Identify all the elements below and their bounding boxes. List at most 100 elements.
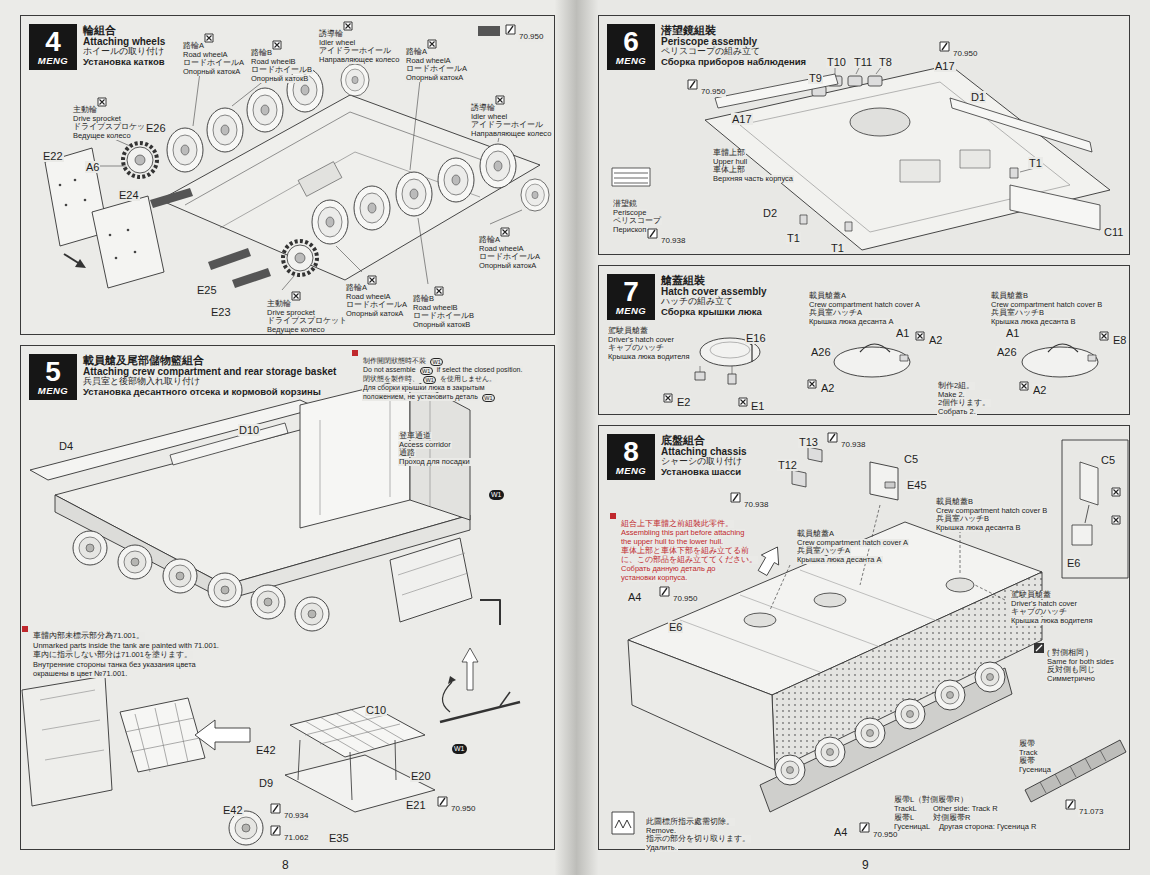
marker-tag: W1: [430, 358, 443, 366]
chassis-art-part: [612, 812, 634, 834]
step-badge: 6MENG: [607, 24, 655, 70]
callout-text: 70.950: [700, 88, 726, 97]
crew-compartment-art-part: [430, 400, 431, 506]
wheel-assembly-art-part-part: [410, 80, 420, 170]
label-slot: 70.938: [743, 493, 769, 511]
label-slot: 載員艙蓋A: [808, 284, 847, 302]
label-slot: 路輪A: [405, 40, 428, 58]
callout-text: アイドラーホイール: [470, 121, 544, 129]
label-slot: 9: [861, 855, 870, 873]
chassis-art-part: [885, 482, 895, 488]
part-number: A6: [85, 161, 100, 173]
callout-text: Remove.: [645, 827, 677, 835]
part-number: T1: [1028, 157, 1043, 169]
wheel-assembly-art-part: [65, 204, 68, 207]
chassis-art-part: [1072, 525, 1092, 545]
callout-text: Idler wheel: [318, 39, 356, 47]
part-number: E21: [405, 799, 427, 811]
wheel-assembly-art-part: [506, 25, 515, 34]
callout-text: キャブのハッチ: [1010, 608, 1068, 616]
note-text: установки корпуса.: [620, 574, 688, 582]
label-slot: W1: [452, 737, 467, 755]
page-number: 8: [281, 859, 290, 872]
callout-text: 駕駛員艙蓋: [607, 327, 649, 335]
label-slot: T8: [878, 52, 893, 70]
crew-compartment-art-part: [271, 826, 280, 835]
label-slot: 載員艙蓋A: [796, 522, 835, 540]
label-slot: 70.950: [518, 25, 544, 43]
callout-text: Unmarked parts inside the tank are paint…: [32, 642, 220, 650]
chassis-art-part: [770, 505, 1005, 610]
crew-compartment-art-part: [402, 573, 468, 595]
step-panel: 潜望鏡組裝Periscope assemblyペリスコープの組み立てСборка…: [598, 15, 1130, 255]
wheel-assembly-art-part: [92, 196, 164, 288]
callout-text: Same for both sides: [1046, 658, 1115, 666]
callout-text: 71.062: [283, 834, 309, 843]
label-slot: 路輪A: [478, 228, 501, 246]
label-slot: 71.062: [283, 826, 309, 844]
label-slot: T11: [853, 52, 873, 70]
part-number: D10: [238, 424, 260, 436]
callout-text: Ведущее колесо: [72, 132, 132, 140]
wheel-assembly-art-part-part: [418, 218, 428, 284]
label-slot: 組合上下車體之前組裝此零件。: [620, 512, 734, 530]
step-heading: 輪組合Attaching wheelsホイールの取り付けУстановка ка…: [83, 24, 165, 67]
crew-compartment-art-part: [22, 676, 112, 806]
hatch-art-part: [1100, 332, 1108, 340]
part-number: E24: [118, 189, 140, 201]
periscope-art-part: [800, 215, 807, 224]
callout-text: Crew compartment hatch cover B: [935, 507, 1048, 515]
label-slot: T12: [777, 455, 798, 473]
callout-text: 70.938: [840, 441, 866, 450]
callout-text: Направляющее колесо: [318, 56, 400, 64]
callout-text: Опорный катокB: [250, 75, 309, 83]
wheel-assembly-art-part: [123, 143, 157, 177]
label-slot: A17: [731, 109, 753, 127]
crew-compartment-art: [22, 350, 520, 845]
crew-compartment-art-part: [170, 423, 288, 465]
callout-text: キャブのハッチ: [607, 344, 665, 352]
wheel-assembly-art-part: [247, 88, 283, 132]
crew-compartment-art-part: [22, 626, 28, 632]
wheel-assembly-art-part: [312, 200, 348, 244]
hatch-art-part: [664, 394, 672, 402]
callout-text: Crew compartment hatch cover A: [808, 301, 921, 309]
callout-text: 履帶: [1018, 740, 1036, 748]
callout-text: ドライブスプロケット: [72, 123, 154, 131]
hatch-art-part: [1020, 382, 1028, 390]
label-slot: C5: [903, 449, 919, 467]
label-slot: T1: [786, 228, 801, 246]
part-number: T11: [853, 56, 873, 68]
callout-text: Crew compartment hatch cover B: [990, 301, 1103, 309]
callout-text: 路輪B: [250, 49, 273, 57]
callout-text: Для сборки крышки люка в закрытым: [362, 384, 486, 392]
callout-text: 路輪A: [478, 236, 501, 244]
hatch-art-part: [834, 347, 910, 377]
wheel-assembly-art-part: [127, 229, 130, 232]
callout-text: Крышка люка водителя: [607, 353, 691, 361]
crew-compartment-art-part: [118, 545, 152, 579]
wheel-assembly-art-part: [344, 22, 352, 30]
crew-compartment-art-part: [305, 709, 405, 753]
callout-text: 車體內部未標示部分為71.001。: [32, 632, 145, 640]
marker-tag: W1: [452, 744, 467, 754]
label-slot: D1: [970, 87, 986, 105]
callout-text: 誘導輪: [470, 104, 496, 112]
callout-text: 主動輪: [72, 106, 98, 114]
callout-text: 70.950: [518, 33, 544, 42]
label-slot: 70.950: [450, 797, 476, 815]
crew-compartment-art-part: [398, 553, 465, 575]
callout-text: 路輪A: [405, 48, 428, 56]
label-slot: E20: [410, 766, 432, 784]
callout-text: 路輪B: [412, 295, 435, 303]
callout-text: 70.950: [872, 831, 898, 840]
label-slot: 載員艙蓋B: [990, 284, 1029, 302]
wheel-assembly-art-part: [167, 128, 203, 172]
chassis-art-part: [1085, 505, 1089, 523]
crew-compartment-art-part: [163, 559, 197, 593]
wheel-assembly-art-part-part: [282, 276, 294, 290]
label-slot: A26: [996, 342, 1018, 360]
callout-text: Road wheelA: [345, 293, 392, 301]
label-slot: 車體上部: [712, 141, 746, 159]
wheel-assembly-art-part: [273, 41, 281, 49]
